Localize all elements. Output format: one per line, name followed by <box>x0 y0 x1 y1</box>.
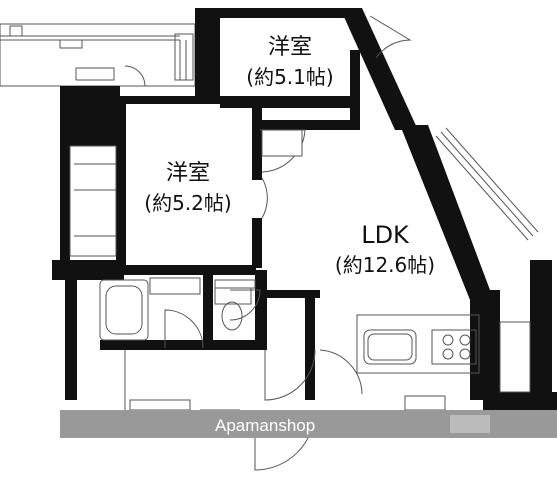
bathtub <box>99 277 201 341</box>
walls <box>52 8 557 410</box>
watermark: Apamanshop <box>215 416 315 435</box>
ldk-size: (約12.6帖) <box>335 253 435 277</box>
storage <box>261 129 303 157</box>
stove-burner-icon <box>442 334 454 346</box>
balcony <box>0 23 196 87</box>
toilet <box>214 287 252 331</box>
room-1-name: 洋室 <box>268 35 312 60</box>
entrance <box>124 350 446 411</box>
room-2-size: (約5.2帖) <box>144 191 231 215</box>
stove-burner-icon <box>459 334 471 346</box>
ldk-name: LDK <box>361 221 410 249</box>
closet <box>69 145 117 257</box>
stove-burner-icon <box>459 348 471 360</box>
washbasin <box>214 279 256 289</box>
diagonal-window <box>435 127 539 241</box>
stove-burner-icon <box>442 348 454 360</box>
room-1-size: (約5.1帖) <box>246 65 333 89</box>
room-2-name: 洋室 <box>166 161 210 186</box>
kitchen-counter <box>356 314 531 393</box>
